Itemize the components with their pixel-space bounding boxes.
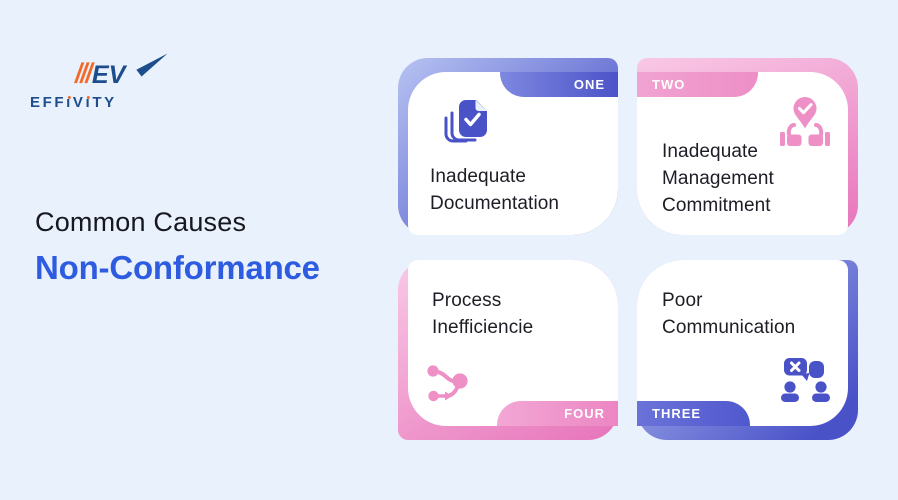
card-one-title: Inadequate Documentation [430,166,560,214]
card-inadequate-management-commitment: TWO Inadequate Management Commitment [637,58,858,235]
card-one-number-band: ONE [500,72,618,97]
headline-subtitle: Common Causes [35,207,247,237]
logo-ev-text: EV [92,61,128,89]
headline: Common Causes Non-Conformance [35,206,320,288]
effivity-logo: EV EFFıVıTY [30,50,190,111]
card-four-number-band: FOUR [497,401,618,426]
card-four-title: Process Inefficiencie [432,290,534,338]
card-two-body [637,72,848,235]
process-flow-icon [427,365,468,402]
thumbs-up-check-icon [780,97,830,146]
cause-cards-grid: ONE Inadequate Documentation TWO [398,58,858,440]
documents-check-icon [444,100,487,143]
headline-title: Non-Conformance [35,249,320,287]
card-inadequate-documentation: ONE Inadequate Documentation [398,58,618,235]
card-four-body [408,260,618,426]
effivity-logo-mark-icon: EV [74,53,168,89]
card-process-inefficiencie: FOUR Process Inefficiencie [398,260,618,440]
card-poor-communication: THREE Poor Communication [637,260,858,440]
card-three-title: Poor Communication [662,290,796,338]
card-one-body [408,72,618,235]
communication-error-icon [781,358,830,402]
card-two-title: Inadequate Management Commitment [662,141,774,216]
logo-wordmark: EFFıVıTY [30,94,117,111]
card-three-number-band: THREE [637,401,750,426]
card-two-number-band: TWO [637,72,758,97]
